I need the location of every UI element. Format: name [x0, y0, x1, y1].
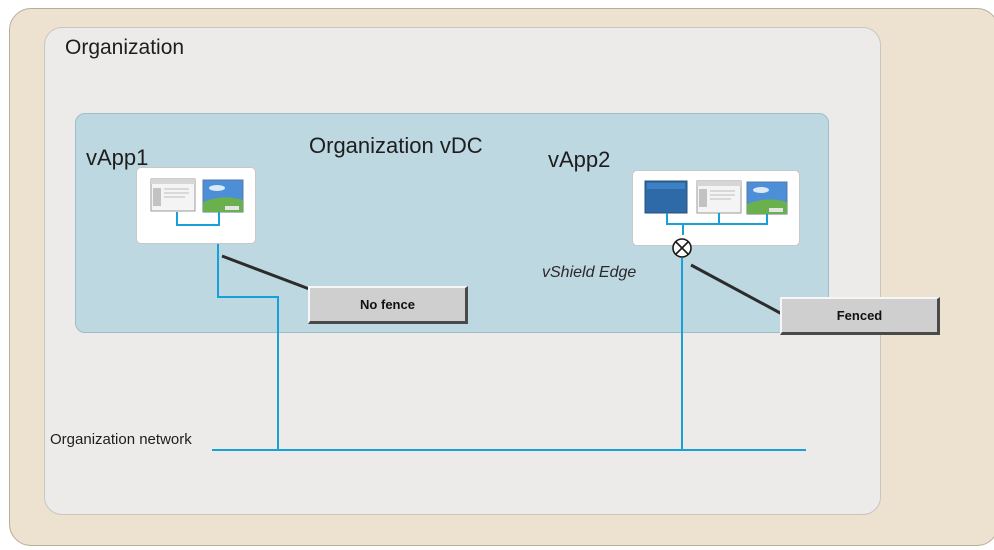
- vapp1-vm-icons: [150, 178, 244, 226]
- no-fence-callout: No fence: [308, 286, 468, 324]
- no-fence-pointer: [221, 254, 313, 292]
- vm-desktop-icon: [644, 180, 688, 214]
- vshield-edge-icon: [672, 238, 692, 258]
- vapp2-card: [632, 170, 800, 246]
- fenced-callout: Fenced: [780, 297, 940, 335]
- vapp2-title: vApp2: [548, 147, 611, 172]
- vshield-edge-label: vShield Edge: [542, 264, 637, 281]
- organization-title: Organization: [65, 36, 185, 59]
- vapp1-uplink: [217, 244, 279, 450]
- organization-vdc-title: Organization vDC: [309, 133, 483, 158]
- vm-window-icon: [696, 180, 742, 214]
- vapp1-card: [136, 167, 256, 244]
- vm-desktop-icon: [202, 179, 244, 213]
- vapp2-vm-icons: [644, 180, 788, 235]
- fenced-pointer: [690, 263, 783, 316]
- vm-window-icon: [150, 178, 196, 212]
- organization-network-label: Organization network: [50, 431, 192, 448]
- vapp1-title: vApp1: [86, 145, 149, 170]
- vm-desktop-icon: [746, 181, 788, 215]
